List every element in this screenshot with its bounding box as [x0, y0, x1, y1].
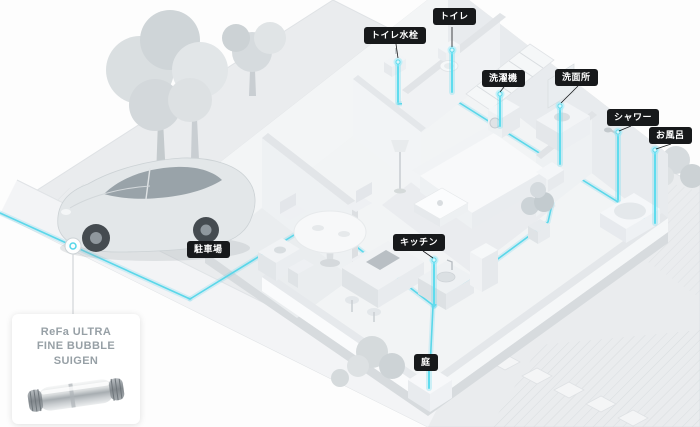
product-name-line1: ReFa ULTRA	[40, 326, 112, 338]
pipe-risers	[393, 45, 660, 391]
label-shower: シャワー	[607, 109, 660, 126]
label-garden: 庭	[414, 354, 438, 371]
kitchen-sink-unit	[418, 259, 474, 310]
product-name-line2: FINE BUBBLE	[36, 340, 116, 353]
car	[57, 157, 256, 261]
label-parking: 駐車場	[187, 241, 230, 258]
kitchen-island	[342, 241, 424, 322]
cooktop	[366, 250, 400, 270]
label-washroom: 洗面所	[555, 69, 598, 86]
indoor-plant	[521, 182, 554, 244]
product-image	[27, 378, 125, 412]
label-toilet-faucet: トイレ水栓	[364, 27, 426, 44]
label-toilet: トイレ	[433, 8, 476, 25]
car-windows	[104, 166, 222, 199]
washing-machine-fixture	[488, 99, 520, 138]
coffee-table	[413, 187, 469, 227]
refrigerator	[470, 243, 498, 292]
supply-point-marker	[64, 237, 82, 314]
garage-counter	[258, 238, 300, 281]
floor-lamp	[391, 140, 409, 194]
label-leaders	[395, 27, 672, 259]
label-bath: お風呂	[649, 127, 692, 144]
grass-texture	[490, 330, 700, 427]
label-washing-machine: 洗濯機	[482, 70, 525, 87]
toilet-hand-basin	[384, 48, 406, 77]
product-card: ReFa ULTRA FINE BUBBLE SUIGEN	[12, 314, 140, 424]
bathtub	[600, 193, 660, 243]
product-name-line3: SUIGEN	[53, 354, 99, 367]
front-bushes	[331, 336, 405, 387]
label-kitchen: キッチン	[393, 234, 446, 251]
